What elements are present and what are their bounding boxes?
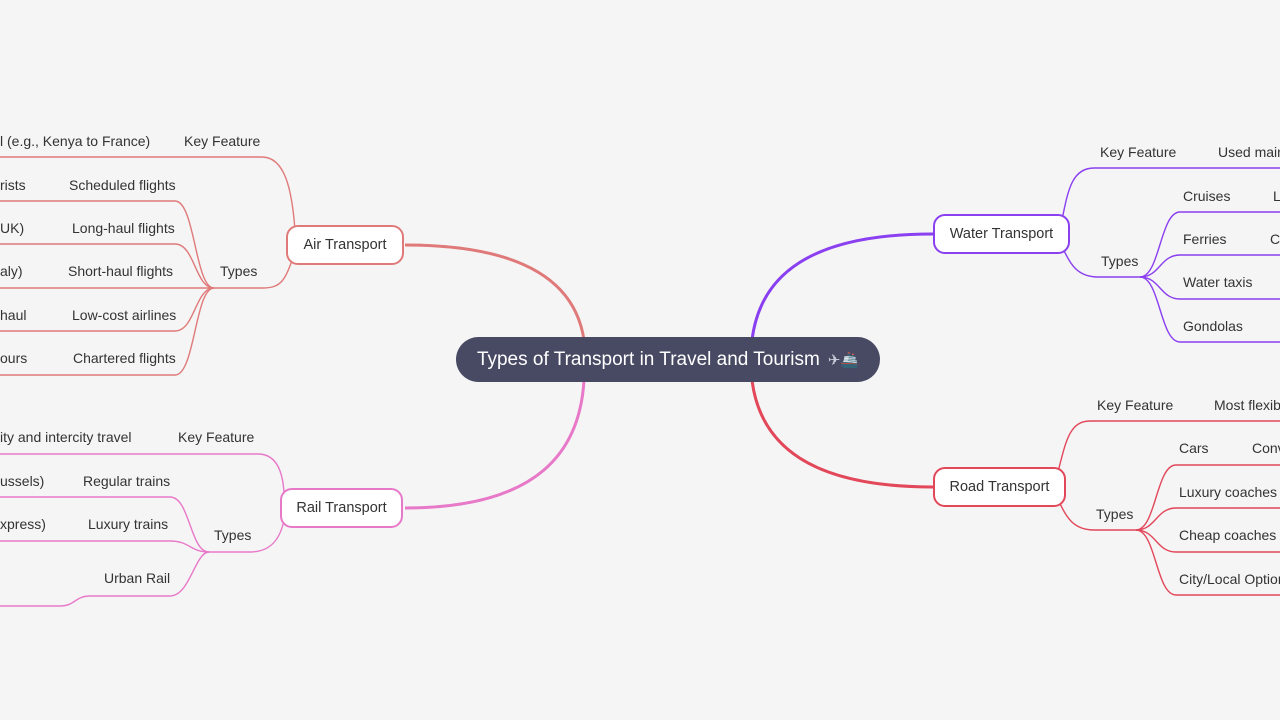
water-type-2[interactable]: Water taxis <box>1183 274 1253 290</box>
water-type-0-detail[interactable]: L <box>1273 188 1280 204</box>
node-rail-label: Rail Transport <box>296 500 387 516</box>
road-type-0-detail[interactable]: Conv <box>1252 440 1280 456</box>
water-type-1-detail[interactable]: C <box>1270 231 1280 247</box>
road-type-3[interactable]: City/Local Option <box>1179 571 1280 587</box>
node-rail-transport[interactable]: Rail Transport <box>280 488 403 528</box>
node-air-transport[interactable]: Air Transport <box>286 225 404 265</box>
water-subconnectors <box>1061 167 1280 343</box>
water-types[interactable]: Types <box>1101 253 1139 269</box>
air-type-0[interactable]: Scheduled flights <box>69 177 176 193</box>
rail-subconnectors <box>0 453 285 607</box>
water-type-3[interactable]: Gondolas <box>1183 318 1243 334</box>
air-type-2[interactable]: Short-haul flights <box>68 263 174 279</box>
rail-key-feature[interactable]: Key Feature <box>178 429 255 445</box>
node-water-label: Water Transport <box>949 226 1054 242</box>
rail-type-2[interactable]: Urban Rail <box>104 570 171 586</box>
plane-ship-icon: ✈🚢 <box>827 351 860 369</box>
rail-key-feature-detail[interactable]: ity and intercity travel <box>0 429 132 445</box>
road-types[interactable]: Types <box>1096 506 1134 522</box>
rail-type-0[interactable]: Regular trains <box>83 473 171 489</box>
node-road-transport[interactable]: Road Transport <box>933 467 1066 507</box>
rail-type-1[interactable]: Luxury trains <box>88 516 169 532</box>
water-type-1[interactable]: Ferries <box>1183 231 1227 247</box>
air-type-2-detail[interactable]: aly) <box>0 263 23 279</box>
rail-type-0-detail[interactable]: ussels) <box>0 473 45 489</box>
road-type-0[interactable]: Cars <box>1179 440 1209 456</box>
node-road-label: Road Transport <box>949 479 1050 495</box>
air-type-3[interactable]: Low-cost airlines <box>72 307 177 323</box>
rail-type-1-detail[interactable]: xpress) <box>0 516 46 532</box>
air-type-3-detail[interactable]: haul <box>0 307 27 323</box>
rail-types[interactable]: Types <box>214 527 252 543</box>
air-types[interactable]: Types <box>220 263 258 279</box>
central-topic[interactable]: Types of Transport in Travel and Tourism… <box>456 337 880 382</box>
air-key-feature[interactable]: Key Feature <box>184 133 261 149</box>
air-type-1-detail[interactable]: UK) <box>0 220 25 236</box>
node-water-transport[interactable]: Water Transport <box>933 214 1070 254</box>
air-type-4-detail[interactable]: ours <box>0 350 28 366</box>
central-topic-title: Types of Transport in Travel and Tourism <box>476 348 820 370</box>
air-type-1[interactable]: Long-haul flights <box>72 220 175 236</box>
water-key-feature[interactable]: Key Feature <box>1100 144 1177 160</box>
connector-air <box>404 243 586 341</box>
air-type-0-detail[interactable]: rists <box>0 177 26 193</box>
air-key-feature-detail[interactable]: l (e.g., Kenya to France) <box>0 133 151 149</box>
road-type-2[interactable]: Cheap coaches <box>1179 527 1277 543</box>
connector-water <box>750 232 934 341</box>
road-type-1[interactable]: Luxury coaches <box>1179 484 1278 500</box>
node-air-label: Air Transport <box>303 237 387 253</box>
water-key-feature-detail[interactable]: Used main <box>1218 144 1280 160</box>
connector-road <box>750 379 934 489</box>
road-key-feature[interactable]: Key Feature <box>1097 397 1174 413</box>
connector-rail <box>404 379 586 510</box>
road-subconnectors <box>1057 420 1280 596</box>
road-key-feature-detail[interactable]: Most flexib <box>1214 397 1280 413</box>
air-type-4[interactable]: Chartered flights <box>73 350 176 366</box>
water-type-0[interactable]: Cruises <box>1183 188 1231 204</box>
